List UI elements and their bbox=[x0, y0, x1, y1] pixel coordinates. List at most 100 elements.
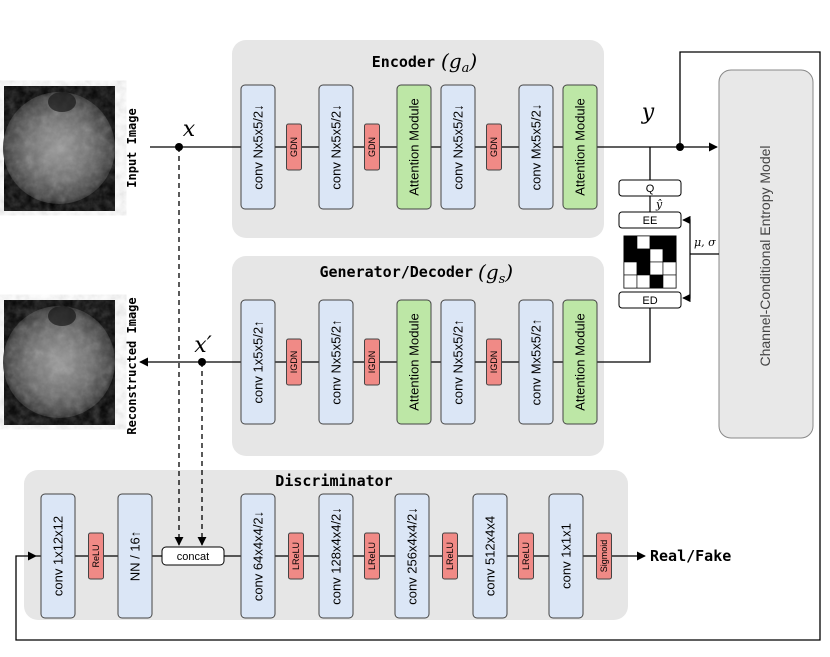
input-image-label: Input Image bbox=[125, 108, 139, 187]
encoder-block-6-label: GDN bbox=[489, 137, 499, 157]
discriminator-block-12-box bbox=[596, 532, 612, 580]
discriminator-block-4-box bbox=[288, 532, 304, 580]
discriminator-block-7-box bbox=[394, 493, 430, 619]
discriminator-block-3-label: conv 64x4x4/2↓ bbox=[251, 511, 266, 601]
mu-sigma-bracket bbox=[684, 219, 691, 299]
decoder-block-6-label: IGDN bbox=[489, 351, 499, 374]
bitstream-cell bbox=[636, 248, 651, 263]
concat-box bbox=[161, 546, 225, 566]
discriminator-block-11-box bbox=[548, 493, 584, 619]
decoder-block-0-label: conv 1x5x5/2↑ bbox=[251, 320, 266, 403]
encoder-block-4-box bbox=[396, 84, 432, 210]
real-fake-label: Real/Fake bbox=[650, 547, 731, 565]
discriminator-block-1-box bbox=[88, 532, 104, 580]
discriminator-block-10-box bbox=[518, 532, 534, 580]
encoder-block-1-label: GDN bbox=[289, 137, 299, 157]
discriminator-block-10-label: LReLU bbox=[521, 542, 531, 570]
bitstream-cell bbox=[623, 261, 638, 276]
discriminator-title: Discriminator bbox=[275, 472, 392, 490]
encoder-block-3-label: GDN bbox=[367, 137, 377, 157]
encoder-block-2-label: conv Nx5x5/2↓ bbox=[329, 104, 344, 189]
discriminator-block-3-box bbox=[240, 493, 276, 619]
decoder-block-3-label: IGDN bbox=[367, 351, 377, 374]
reconstructed-image bbox=[3, 300, 115, 425]
discriminator-block-5-box bbox=[318, 493, 354, 619]
bitstream-cell bbox=[649, 248, 664, 263]
encoder-block-5-box bbox=[440, 84, 476, 210]
decoder-block-2-label: conv Nx5x5/2↑ bbox=[329, 319, 344, 404]
bitstream-cell bbox=[636, 235, 651, 250]
decoder-title: Generator/Decoder bbox=[319, 263, 473, 281]
decoder-block-4-box bbox=[396, 299, 432, 425]
encoder-block-1-box bbox=[286, 123, 302, 171]
encoder-block-0-label: conv Nx5x5/2↓ bbox=[251, 104, 266, 189]
decoder-block-8-box bbox=[562, 299, 598, 425]
encoder-block-7-label: conv Mx5x5/2↓ bbox=[529, 104, 544, 191]
discriminator-block-6-box bbox=[364, 532, 380, 580]
decoder-blocks: conv 1x5x5/2↑ IGDN conv Nx5x5/2↑ IGDN Attent… bbox=[240, 299, 598, 425]
x-label: x bbox=[183, 117, 196, 142]
bitstream-cell bbox=[636, 274, 651, 289]
bitstream-cell bbox=[662, 235, 677, 250]
discriminator-block-11-label: conv 1x1x1 bbox=[559, 523, 574, 589]
decoder-block-3-box bbox=[364, 338, 380, 386]
discriminator-block-9-label: conv 512x4x4 bbox=[483, 516, 498, 596]
decoder-block-4-label: Attention Module bbox=[407, 313, 422, 411]
encoder-block-6-box bbox=[486, 123, 502, 171]
bitstream-cell bbox=[649, 261, 664, 276]
discriminator-block-4-label: LReLU bbox=[291, 542, 301, 570]
decoder-block-8-label: Attention Module bbox=[573, 313, 588, 411]
concat-label: concat bbox=[177, 551, 209, 563]
encoder-block-3-box bbox=[364, 123, 380, 171]
encoder-block-2-box bbox=[318, 84, 354, 210]
bitstream-cell bbox=[662, 261, 677, 276]
y-hat-label: ŷ bbox=[655, 198, 663, 211]
encoder-symbol: (ga) bbox=[441, 49, 477, 76]
decoder-block-5-box bbox=[440, 299, 476, 425]
bitstream-cell bbox=[623, 274, 638, 289]
discriminator-block-8-box bbox=[442, 532, 458, 580]
discriminator-block-6-label: LReLU bbox=[367, 542, 377, 570]
decoder-block-2-box bbox=[318, 299, 354, 425]
decoder-block-5-label: conv Nx5x5/2↑ bbox=[451, 319, 466, 404]
bitstream-grid bbox=[623, 235, 677, 289]
discriminator-block-5-label: conv 128x4x4/2↓ bbox=[329, 507, 344, 605]
discriminator-block-0-box bbox=[40, 493, 76, 619]
decoder-block-0-box bbox=[240, 299, 276, 425]
x-prime-label: x′ bbox=[194, 333, 211, 358]
bitstream-cell bbox=[623, 235, 638, 250]
discriminator-block-9-box bbox=[472, 493, 508, 619]
bitstream-cell bbox=[662, 274, 677, 289]
bitstream-cell bbox=[662, 248, 677, 263]
y-label: y bbox=[641, 100, 655, 125]
q-label: Q bbox=[646, 183, 655, 195]
encoder-block-0-box bbox=[240, 84, 276, 210]
encoder-block-8-box bbox=[562, 84, 598, 210]
reconstructed-image-label: Reconstructed Image bbox=[125, 297, 139, 434]
bitstream-cell bbox=[649, 274, 664, 289]
decoder-block-1-label: IGDN bbox=[289, 351, 299, 374]
ee-label: EE bbox=[643, 215, 658, 227]
ee-box bbox=[618, 211, 682, 229]
discriminator-block-0-label: conv 1x12x12 bbox=[51, 516, 66, 596]
feedback-loop-line bbox=[15, 51, 821, 641]
discriminator-block-1-label: ReLU bbox=[91, 544, 101, 567]
encoder-title: Encoder bbox=[372, 53, 435, 71]
decoder-block-7-box bbox=[518, 299, 554, 425]
decoder-symbol: (gs) bbox=[478, 260, 513, 287]
decoder-block-7-label: conv Mx5x5/2↑ bbox=[529, 319, 544, 406]
mu-sigma-label: μ, σ bbox=[694, 236, 716, 249]
discriminator-block-2-box bbox=[117, 493, 153, 619]
encoder-blocks: conv Nx5x5/2↓ GDN conv Nx5x5/2↓ GDN Attentio… bbox=[240, 84, 598, 210]
decoder-block-6-box bbox=[486, 338, 502, 386]
ed-box bbox=[618, 291, 682, 309]
encoder-block-4-label: Attention Module bbox=[407, 98, 422, 196]
ed-to-decoder-line bbox=[600, 308, 651, 363]
encoder-block-8-label: Attention Module bbox=[573, 98, 588, 196]
entropy-model-label: Channel-Conditional Entropy Model bbox=[757, 145, 773, 366]
discriminator-block-8-label: LReLU bbox=[445, 542, 455, 570]
bitstream-cell bbox=[636, 261, 651, 276]
input-image bbox=[3, 86, 115, 211]
discriminator-blocks: conv 1x12x12 ReLU NN / 16↑ conv 64x4x4/2↓ LR… bbox=[40, 493, 612, 619]
discriminator-block-2-label: NN / 16↑ bbox=[128, 531, 143, 582]
